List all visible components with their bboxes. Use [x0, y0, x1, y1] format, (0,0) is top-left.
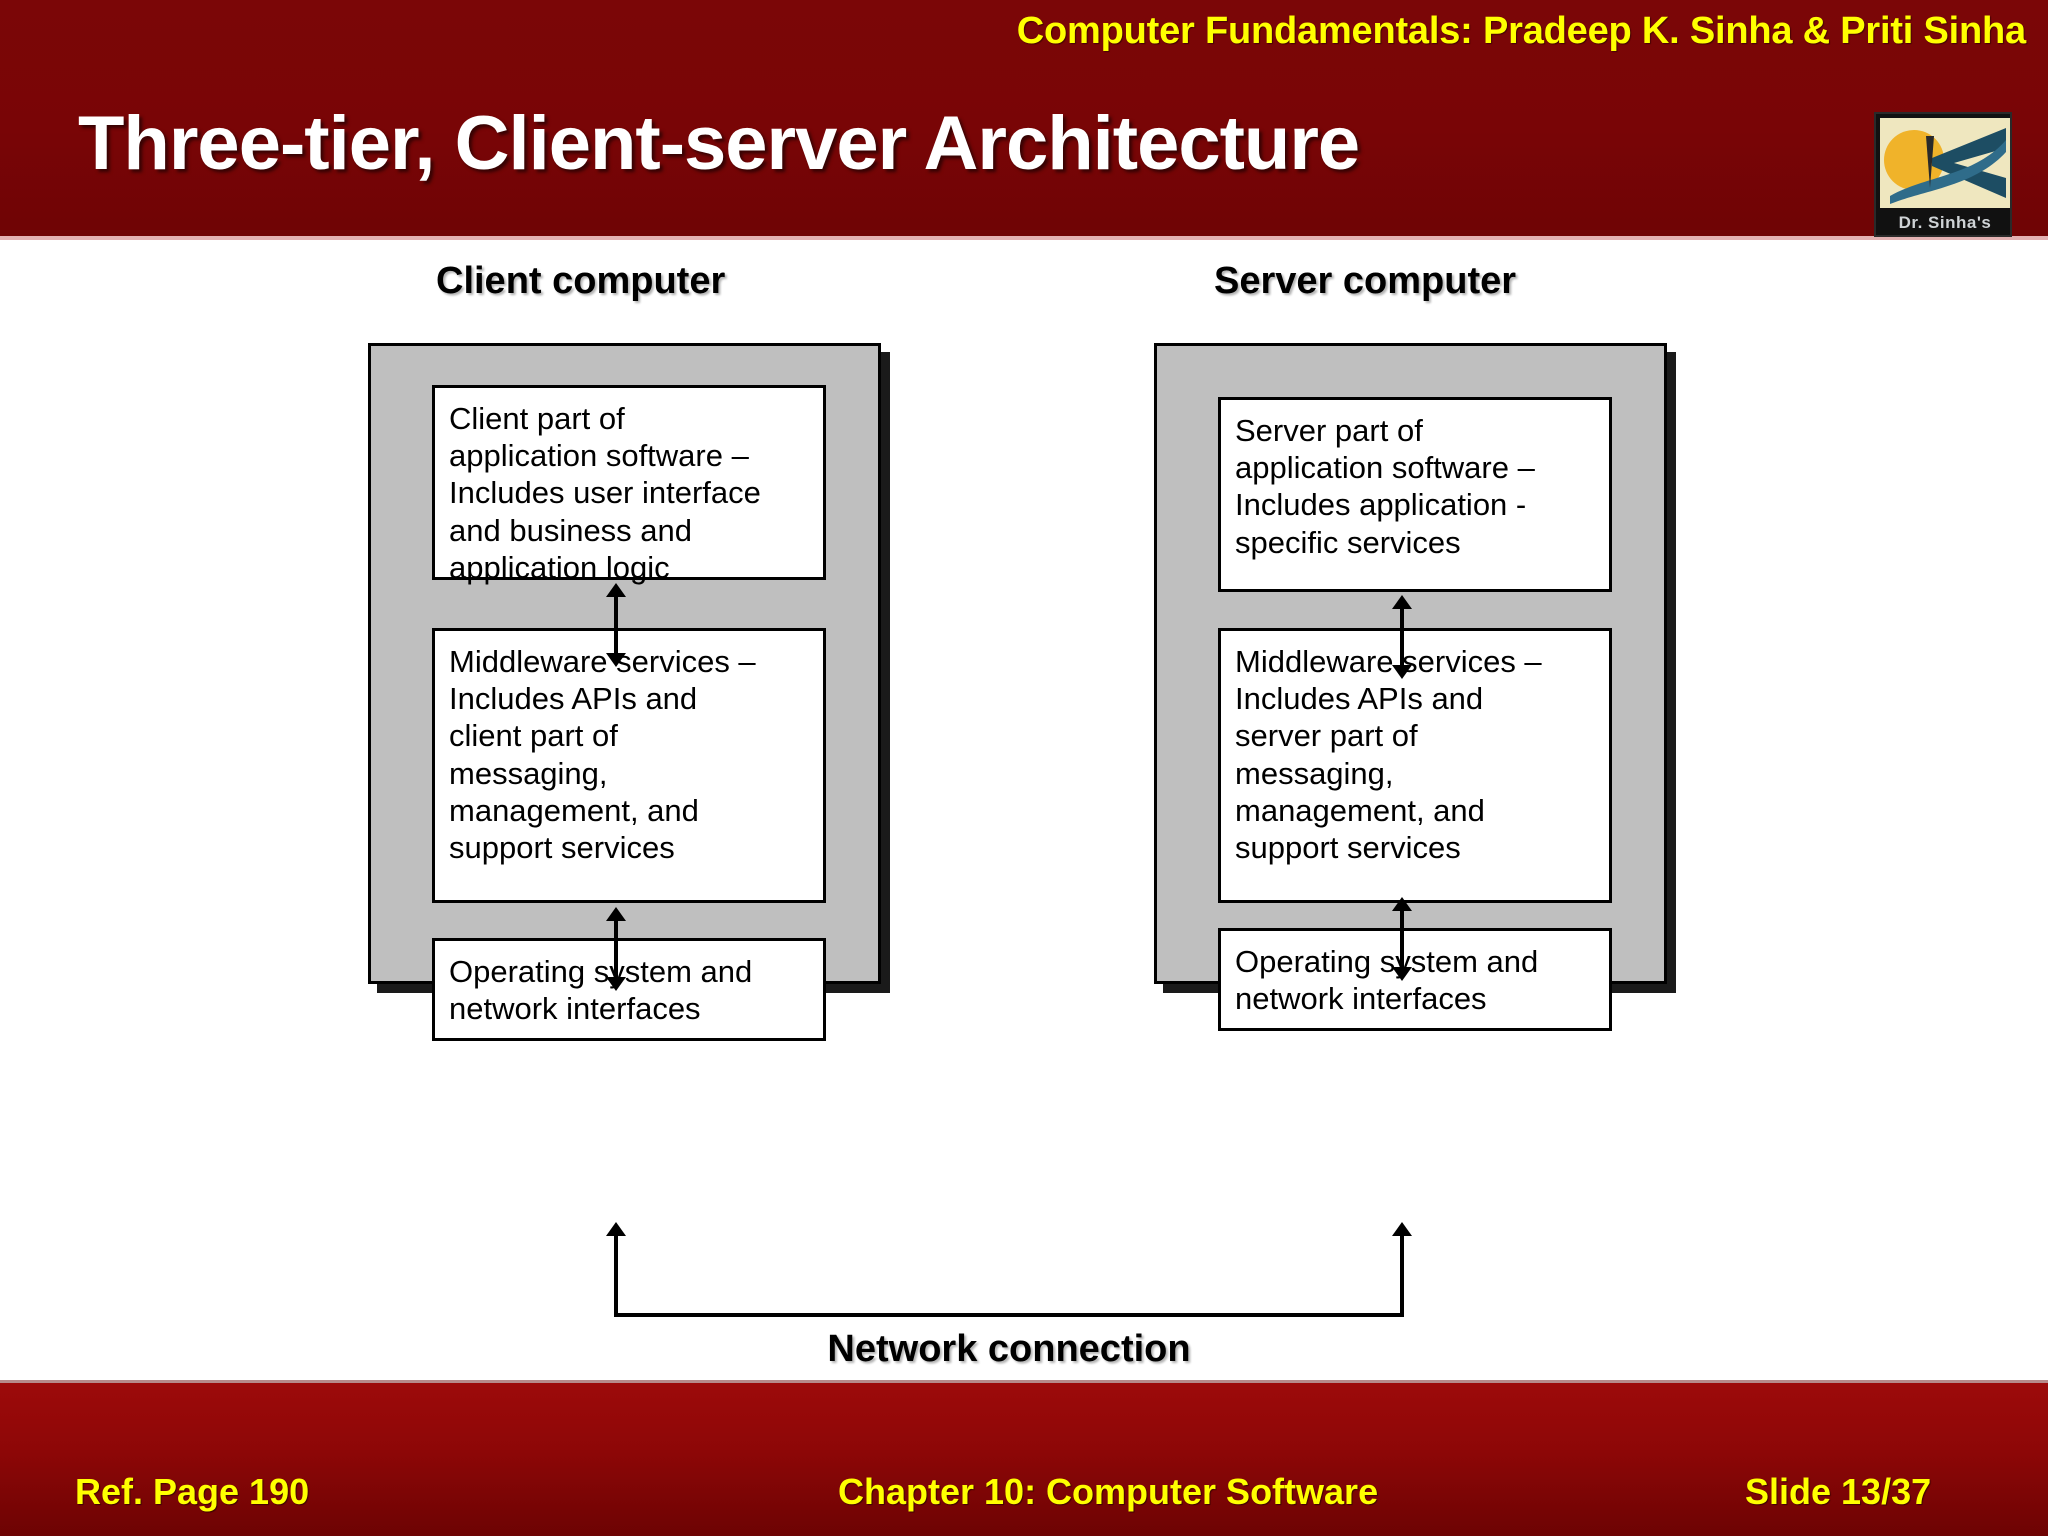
slide-number: Slide 13/37	[1745, 1471, 1932, 1512]
logo-caption: Dr. Sinha's	[1898, 213, 1992, 232]
client-computer-title: Client computer	[436, 260, 726, 302]
book-attribution: Computer Fundamentals: Pradeep K. Sinha …	[1016, 10, 2026, 52]
server-application-tier: Server part of application software – In…	[1218, 397, 1612, 592]
dr-sinhas-logo: Dr. Sinha's	[1874, 112, 2012, 237]
slide-header: Computer Fundamentals: Pradeep K. Sinha …	[0, 0, 2048, 240]
network-bus-line	[614, 1313, 1404, 1317]
server-os-tier: Operating system and network interfaces	[1218, 928, 1612, 1031]
server-app-middleware-arrow-icon	[1392, 595, 1412, 679]
client-middleware-tier: Middleware services – Includes APIs and …	[432, 628, 826, 903]
logo-svg-icon	[1880, 118, 2010, 208]
client-os-tier: Operating system and network interfaces	[432, 938, 826, 1041]
network-connection-label: Network connection	[827, 1328, 1191, 1370]
client-application-tier: Client part of application software – In…	[432, 385, 826, 585]
slide-footer: Ref. Page 190 Chapter 10: Computer Softw…	[0, 1380, 2048, 1536]
logo-artwork-icon	[1880, 118, 2010, 208]
reference-page: Ref. Page 190	[75, 1471, 310, 1512]
server-middleware-os-arrow-icon	[1392, 897, 1412, 981]
server-middleware-tier: Middleware services – Includes APIs and …	[1218, 628, 1612, 903]
chapter-label: Chapter 10: Computer Software	[838, 1471, 1379, 1512]
network-riser-left-arrow-icon	[606, 1222, 626, 1317]
network-riser-right-arrow-icon	[1392, 1222, 1412, 1317]
client-middleware-os-arrow-icon	[606, 907, 626, 991]
page-title: Three-tier, Client-server Architecture	[78, 101, 1360, 186]
client-app-middleware-arrow-icon	[606, 583, 626, 667]
server-computer-title: Server computer	[1214, 260, 1517, 302]
diagram-canvas: Client computer Server computer Client p…	[0, 240, 2048, 1380]
